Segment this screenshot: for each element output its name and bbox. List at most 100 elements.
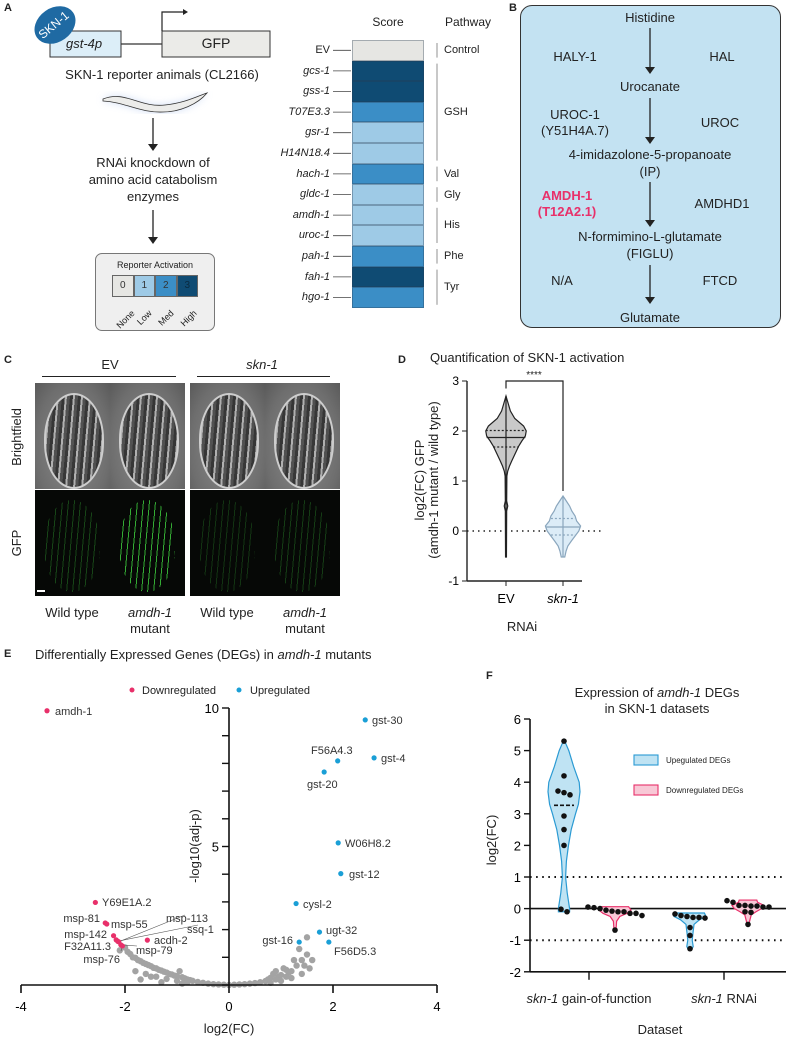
data-point: [639, 912, 645, 919]
gene-label: W06H8.2: [345, 838, 391, 850]
category-label: skn-1 gain-of-function: [526, 991, 651, 1007]
heatmap-cell-uroc-1: [352, 225, 424, 246]
x-tick-label: 0: [225, 999, 232, 1014]
legend-down: Downregulated DEGs: [666, 786, 744, 795]
data-point: [687, 924, 693, 931]
data-point: [597, 905, 603, 912]
heatmap-cell-gcs-1: [352, 60, 424, 82]
y-tick-label: 4: [514, 775, 521, 790]
heatmap-row-label: amdh-1: [292, 208, 330, 221]
nonsignificant-point: [194, 978, 201, 986]
nonsignificant-point: [288, 967, 295, 975]
data-point: [748, 903, 754, 909]
worm-enzyme-amdh1: AMDH-1: [541, 188, 593, 203]
legend-cell: [133, 275, 155, 297]
worm-cluster: [119, 500, 175, 592]
heatmap-row-label: gsr-1: [305, 126, 330, 139]
y-tick-label: 6: [514, 712, 521, 727]
legend-upregulated: Upregulated: [250, 685, 310, 697]
worm-cluster: [44, 393, 104, 489]
category-label: skn-1 RNAi: [691, 991, 757, 1007]
title-part: DEGs: [701, 685, 740, 700]
data-point: [724, 897, 730, 904]
transcription-start-arrow: [161, 11, 183, 31]
data-point: [696, 914, 702, 921]
arrow-down-icon: [645, 137, 655, 144]
x-tick-label: -4: [15, 999, 27, 1014]
label-leader-line: [118, 914, 186, 943]
heatmap-row-label: gldc-1: [300, 188, 330, 201]
pathway-header: Pathway: [444, 15, 492, 29]
legend-downregulated: Downregulated: [142, 685, 216, 697]
legend-cell: [155, 275, 177, 297]
nonsignificant-point: [288, 974, 295, 982]
worm-enzyme-haly1: HALY-1: [553, 49, 597, 64]
worm-enzyme-na: N/A: [551, 273, 573, 288]
legend-value: 3: [184, 280, 191, 291]
data-point: [690, 914, 696, 921]
data-point: [561, 773, 567, 779]
gene-point-F56D5.3: [326, 939, 332, 945]
gfp-image: [110, 490, 185, 596]
nonsignificant-point: [147, 973, 155, 980]
significance-bracket: [505, 380, 564, 491]
gene-label: gst-16: [262, 935, 293, 947]
gene-label: ssq-1: [187, 924, 214, 936]
heatmap-cell-H14N18.4: [352, 143, 424, 164]
data-point: [591, 904, 597, 911]
nonsignificant-point: [296, 945, 303, 953]
gene-label: msp-79: [136, 945, 173, 957]
data-point: [702, 915, 708, 921]
data-point: [612, 927, 618, 933]
scale-bar: [37, 590, 45, 592]
group-label-skn1: skn-1: [246, 357, 278, 372]
y-tick-label: 5: [212, 840, 219, 855]
worm-enzyme-uroc1-id: (Y51H4A.7): [541, 123, 609, 138]
data-point: [742, 902, 748, 909]
gfp-image: [35, 490, 110, 596]
nonsignificant-point: [142, 970, 149, 978]
nonsignificant-point: [189, 977, 196, 985]
gene-point-msp-76: [119, 943, 125, 949]
x-tick-label: skn-1: [547, 591, 579, 606]
gene-label: gst-12: [349, 869, 380, 881]
metabolite-urocanate: Urocanate: [620, 79, 680, 94]
worm-cluster: [199, 393, 259, 489]
arrow-down-icon: [645, 220, 655, 227]
gfp-box: [161, 30, 271, 58]
nonsignificant-point: [309, 956, 316, 964]
worm-cluster: [44, 500, 100, 592]
data-point: [742, 908, 748, 915]
y-tick-label: -1: [448, 574, 459, 588]
nonsignificant-point: [272, 967, 279, 975]
gene-point-gst-16: [296, 939, 302, 945]
gene-point-acdh-2: [144, 937, 150, 943]
gfp-image: [265, 490, 340, 596]
x-tick-label: 2: [329, 999, 336, 1014]
arrow-down-icon: [645, 67, 655, 74]
chart-f-xlabel: Dataset: [637, 1022, 683, 1037]
heatmap-cell-T07E3.3: [352, 101, 424, 123]
nonsignificant-point: [163, 975, 170, 983]
column-label: Wild type: [45, 605, 99, 620]
promoter-label: gst-4p: [66, 36, 103, 51]
panel-label-d: D: [398, 354, 406, 366]
heatmap-row-label: gss-1: [303, 85, 330, 98]
title-part: amdh-1: [277, 647, 322, 662]
category-italic: skn-1: [526, 991, 559, 1006]
pathway-label: Tyr: [444, 281, 460, 294]
pathway-label: Val: [444, 167, 460, 180]
gene-label: F32A11.3: [64, 941, 111, 953]
pathway-label: Gly: [444, 188, 461, 201]
step-line-2: amino acid catabolism: [88, 172, 218, 187]
metabolite-figlu-abbrev: (FIGLU): [626, 246, 674, 261]
nonsignificant-point: [173, 977, 181, 985]
heatmap-cell-pah-1: [352, 246, 424, 267]
data-point: [561, 842, 567, 849]
nonsignificant-point: [257, 979, 264, 986]
y-tick-label: 1: [452, 474, 459, 488]
title-part: Expression of: [574, 685, 657, 700]
y-tick-label: 3: [514, 807, 521, 822]
human-enzyme-ftcd: FTCD: [702, 273, 738, 288]
